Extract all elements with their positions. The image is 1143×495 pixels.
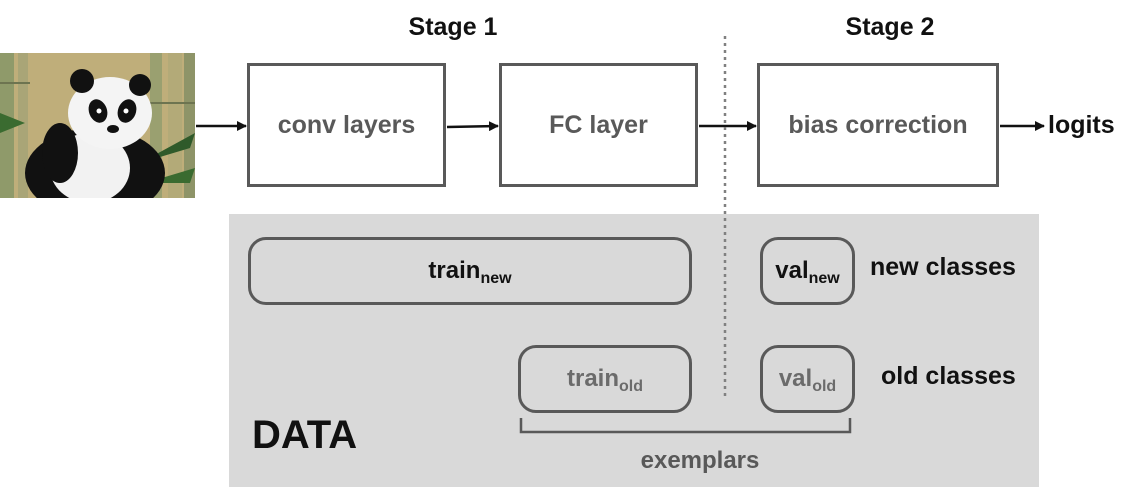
new-classes-label: new classes bbox=[870, 253, 1016, 281]
val-new-main: val bbox=[775, 257, 809, 284]
panda-illustration bbox=[0, 53, 195, 198]
conv-layers-block: conv layers bbox=[247, 63, 446, 187]
panda-image bbox=[0, 53, 195, 198]
bias-correction-block: bias correction bbox=[757, 63, 999, 187]
data-title: DATA bbox=[252, 413, 358, 457]
train-old-sub: old bbox=[619, 378, 643, 395]
train-new-sub: new bbox=[480, 270, 512, 287]
exemplars-bracket bbox=[519, 418, 852, 434]
arrow-conv-to-fc bbox=[446, 121, 499, 132]
fc-layer-block: FC layer bbox=[499, 63, 698, 187]
val-new-sub: new bbox=[808, 270, 840, 287]
stage-2-label: Stage 2 bbox=[845, 13, 935, 41]
train-new-main: train bbox=[428, 257, 481, 284]
logits-label: logits bbox=[1048, 111, 1115, 139]
val-old-main: val bbox=[778, 365, 813, 392]
exemplars-label: exemplars bbox=[640, 447, 760, 474]
stage-1-label: Stage 1 bbox=[408, 13, 498, 41]
train-old-main: train bbox=[566, 365, 619, 392]
old-classes-label: old classes bbox=[881, 362, 1016, 390]
val-old-sub: old bbox=[812, 378, 837, 395]
